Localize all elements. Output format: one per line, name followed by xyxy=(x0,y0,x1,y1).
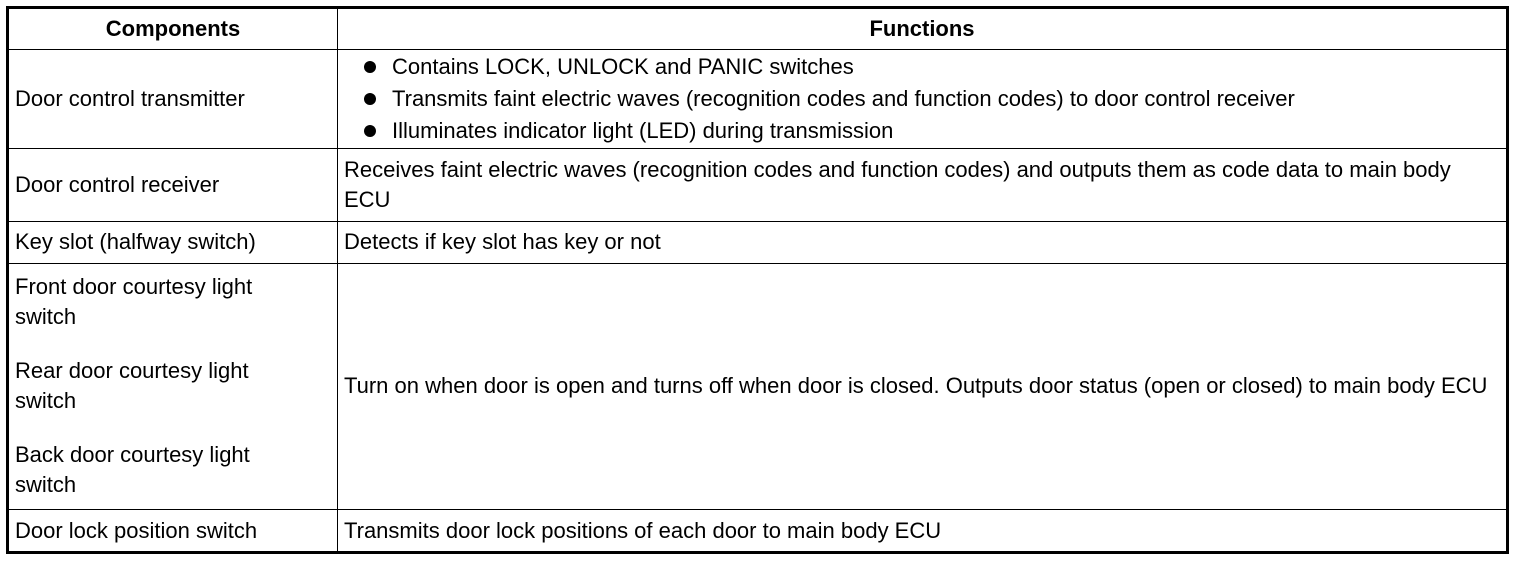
function-cell: Transmits door lock positions of each do… xyxy=(337,509,1508,553)
function-cell: Detects if key slot has key or not xyxy=(337,220,1508,264)
table-row: Door control transmitter Contains LOCK, … xyxy=(7,48,1508,150)
component-name: Rear door courtesy light switch xyxy=(15,358,249,414)
function-bullet-item: Contains LOCK, UNLOCK and PANIC switches xyxy=(360,51,1500,83)
function-cell: Turn on when door is open and turns off … xyxy=(337,262,1508,511)
table-row: Door control receiver Receives faint ele… xyxy=(7,148,1508,222)
bullet-dot-icon xyxy=(364,93,376,106)
function-bullet-text: Transmits faint electric waves (recognit… xyxy=(392,86,1295,112)
table-row: Key slot (halfway switch) Detects if key… xyxy=(7,220,1508,264)
function-cell: Contains LOCK, UNLOCK and PANIC switches… xyxy=(337,48,1508,150)
component-name: Key slot (halfway switch) xyxy=(15,229,256,255)
function-bullet-list: Contains LOCK, UNLOCK and PANIC switches… xyxy=(344,51,1500,147)
function-bullet-item: Transmits faint electric waves (recognit… xyxy=(360,83,1500,115)
component-cell: Door control transmitter xyxy=(7,48,338,150)
table-row: Front door courtesy light switch Rear do… xyxy=(7,262,1508,511)
header-functions: Functions xyxy=(337,7,1508,50)
component-cell: Door control receiver xyxy=(7,148,338,222)
component-name: Front door courtesy light switch xyxy=(15,274,253,330)
function-cell: Receives faint electric waves (recogniti… xyxy=(337,148,1508,222)
function-bullet-text: Contains LOCK, UNLOCK and PANIC switches xyxy=(392,54,854,80)
function-bullet-item: Illuminates indicator light (LED) during… xyxy=(360,115,1500,147)
table-row: Door lock position switch Transmits door… xyxy=(7,509,1508,553)
component-cell: Key slot (halfway switch) xyxy=(7,220,338,264)
bullet-dot-icon xyxy=(364,125,376,138)
header-row: Components Functions xyxy=(7,7,1508,50)
component-name: Door lock position switch xyxy=(15,517,258,543)
component-name: Door control transmitter xyxy=(15,86,245,112)
component-cell: Front door courtesy light switch Rear do… xyxy=(7,262,338,511)
component-cell: Door lock position switch xyxy=(7,509,338,553)
header-components: Components xyxy=(7,7,338,50)
bullet-dot-icon xyxy=(364,61,376,74)
component-name: Back door courtesy light switch xyxy=(15,442,250,498)
components-functions-table: Components Functions Door control transm… xyxy=(6,6,1509,554)
function-bullet-text: Illuminates indicator light (LED) during… xyxy=(392,118,894,144)
component-name: Door control receiver xyxy=(15,171,220,197)
